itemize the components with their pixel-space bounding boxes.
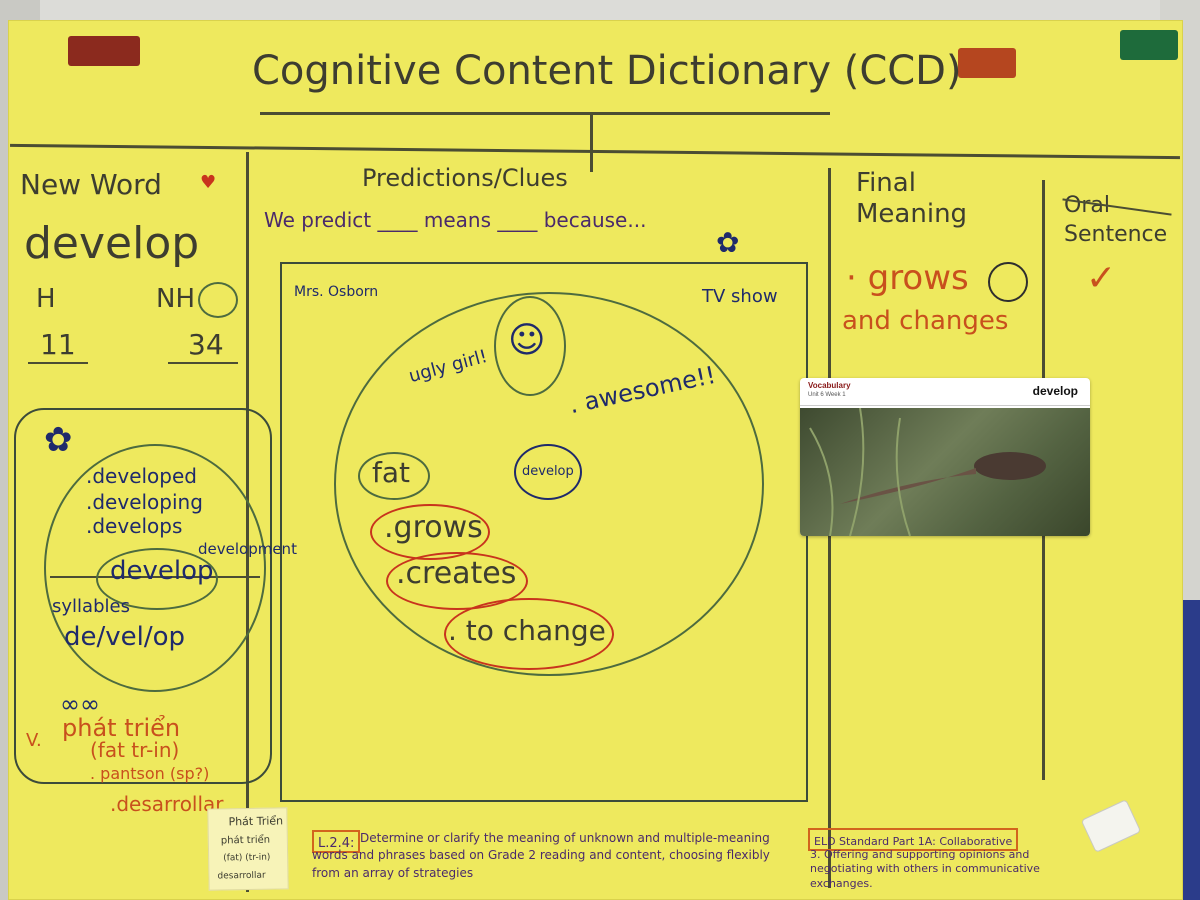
to-change-circle xyxy=(444,598,614,670)
vocab-card-word: develop xyxy=(1032,384,1078,398)
tadpole-illustration xyxy=(809,407,1046,536)
develop-circle xyxy=(514,444,582,500)
nh-count-underline xyxy=(168,362,238,364)
title-stem xyxy=(590,112,593,172)
standard-code-text: L.2.4: xyxy=(318,836,355,851)
vocab-card-category: Vocabulary xyxy=(808,381,851,390)
h-label: H xyxy=(36,284,56,314)
tadpole-body xyxy=(840,468,976,504)
vietnamese-pronunciation: (fat tr-in) xyxy=(90,738,180,762)
tadpole-photo xyxy=(800,407,1090,536)
word-forms-circle xyxy=(44,444,266,692)
sticky-note: Phát Triển phát triển (fat) (tr-in) desa… xyxy=(207,807,289,891)
fat-label: fat xyxy=(372,456,410,489)
standard-code: L.2.4: xyxy=(312,830,361,853)
glasses-icon: ∞∞ xyxy=(60,690,100,718)
stick-figure: ☺ xyxy=(508,320,546,361)
vocabulary-card: Vocabulary Unit 6 Week 1 develop xyxy=(800,378,1090,536)
word-form-2: .developing xyxy=(86,490,203,514)
sticky-line1: Phát Triển xyxy=(228,814,284,829)
prediction-prompt: We predict ____ means ____ because... xyxy=(264,208,647,232)
final-meaning-line2: and changes xyxy=(842,306,1009,336)
standard-text: Determine or clarify the meaning of unkn… xyxy=(312,831,770,880)
word-forms-box xyxy=(14,408,272,784)
grows-label: .grows xyxy=(384,510,483,545)
water-plants xyxy=(809,407,911,536)
vocab-word: develop xyxy=(24,218,200,269)
flower-icon-2: ✿ xyxy=(716,226,740,259)
magnet-red-left xyxy=(68,36,140,66)
source-label: TV show xyxy=(702,286,778,307)
nh-label: NH xyxy=(156,284,195,314)
h-count-underline xyxy=(28,362,88,364)
column-header-final-meaning: Final Meaning xyxy=(856,168,968,230)
creates-label: .creates xyxy=(396,556,517,591)
sticky-line3: (fat) (tr-in) xyxy=(223,852,271,864)
vietnamese-translation: phát triển xyxy=(62,714,181,742)
center-word-circle xyxy=(96,548,218,610)
vietnamese-prefix: V. xyxy=(26,730,42,751)
word-form-1: .developed xyxy=(86,464,197,488)
syllables-word: de/vel/op xyxy=(64,622,186,652)
tadpole-head xyxy=(974,452,1046,480)
final-meaning-check-circle xyxy=(988,262,1028,302)
question-circle xyxy=(198,282,238,318)
column-header-new-word: New Word xyxy=(20,168,162,201)
h-count: 11 xyxy=(40,328,76,361)
title-underline xyxy=(260,112,830,115)
creates-circle xyxy=(386,552,528,610)
column-header-predictions: Predictions/Clues xyxy=(362,164,568,192)
vocabulary-card-header: Vocabulary Unit 6 Week 1 develop xyxy=(800,378,1090,406)
develop-bubble-label: develop xyxy=(522,464,574,479)
big-prediction-circle xyxy=(334,292,764,676)
checkmark-icon: ✓ xyxy=(1086,258,1117,299)
center-word: develop xyxy=(110,556,214,586)
word-form-3: .develops xyxy=(86,514,183,538)
word-form-development: development xyxy=(198,540,297,558)
eld-title-box: ELD Standard Part 1A: Collaborative xyxy=(808,828,1019,851)
vocab-card-unit: Unit 6 Week 1 xyxy=(808,392,846,398)
flower-icon: ✿ xyxy=(44,420,73,460)
final-meaning-line1: · grows xyxy=(846,258,969,298)
eld-text: 3. Offering and supporting opinions and … xyxy=(810,848,1040,890)
nh-count: 34 xyxy=(188,328,224,361)
ugly-girl-circle xyxy=(494,296,566,396)
sticky-line4: desarrollar xyxy=(217,870,266,882)
eld-title: ELD Standard Part 1A: Collaborative xyxy=(814,835,1013,848)
sticky-line2: phát triển xyxy=(220,834,271,847)
column-header-oral-sentence: Oral Sentence xyxy=(1064,193,1168,247)
blue-poster-edge xyxy=(1178,600,1200,900)
heart-icon: ♥ xyxy=(200,172,217,193)
chart-title: Cognitive Content Dictionary (CCD) xyxy=(252,48,962,94)
magnet-green xyxy=(1120,30,1178,60)
spanish-translation: .desarrollar xyxy=(110,792,224,816)
syllables-label: syllables xyxy=(52,596,130,617)
magnet-red-right xyxy=(958,48,1016,78)
to-change-label: . to change xyxy=(448,614,606,647)
teacher-name: Mrs. Osborn xyxy=(294,284,379,300)
other-translation: . pantson (sp?) xyxy=(90,764,210,783)
fat-circle xyxy=(358,452,430,500)
